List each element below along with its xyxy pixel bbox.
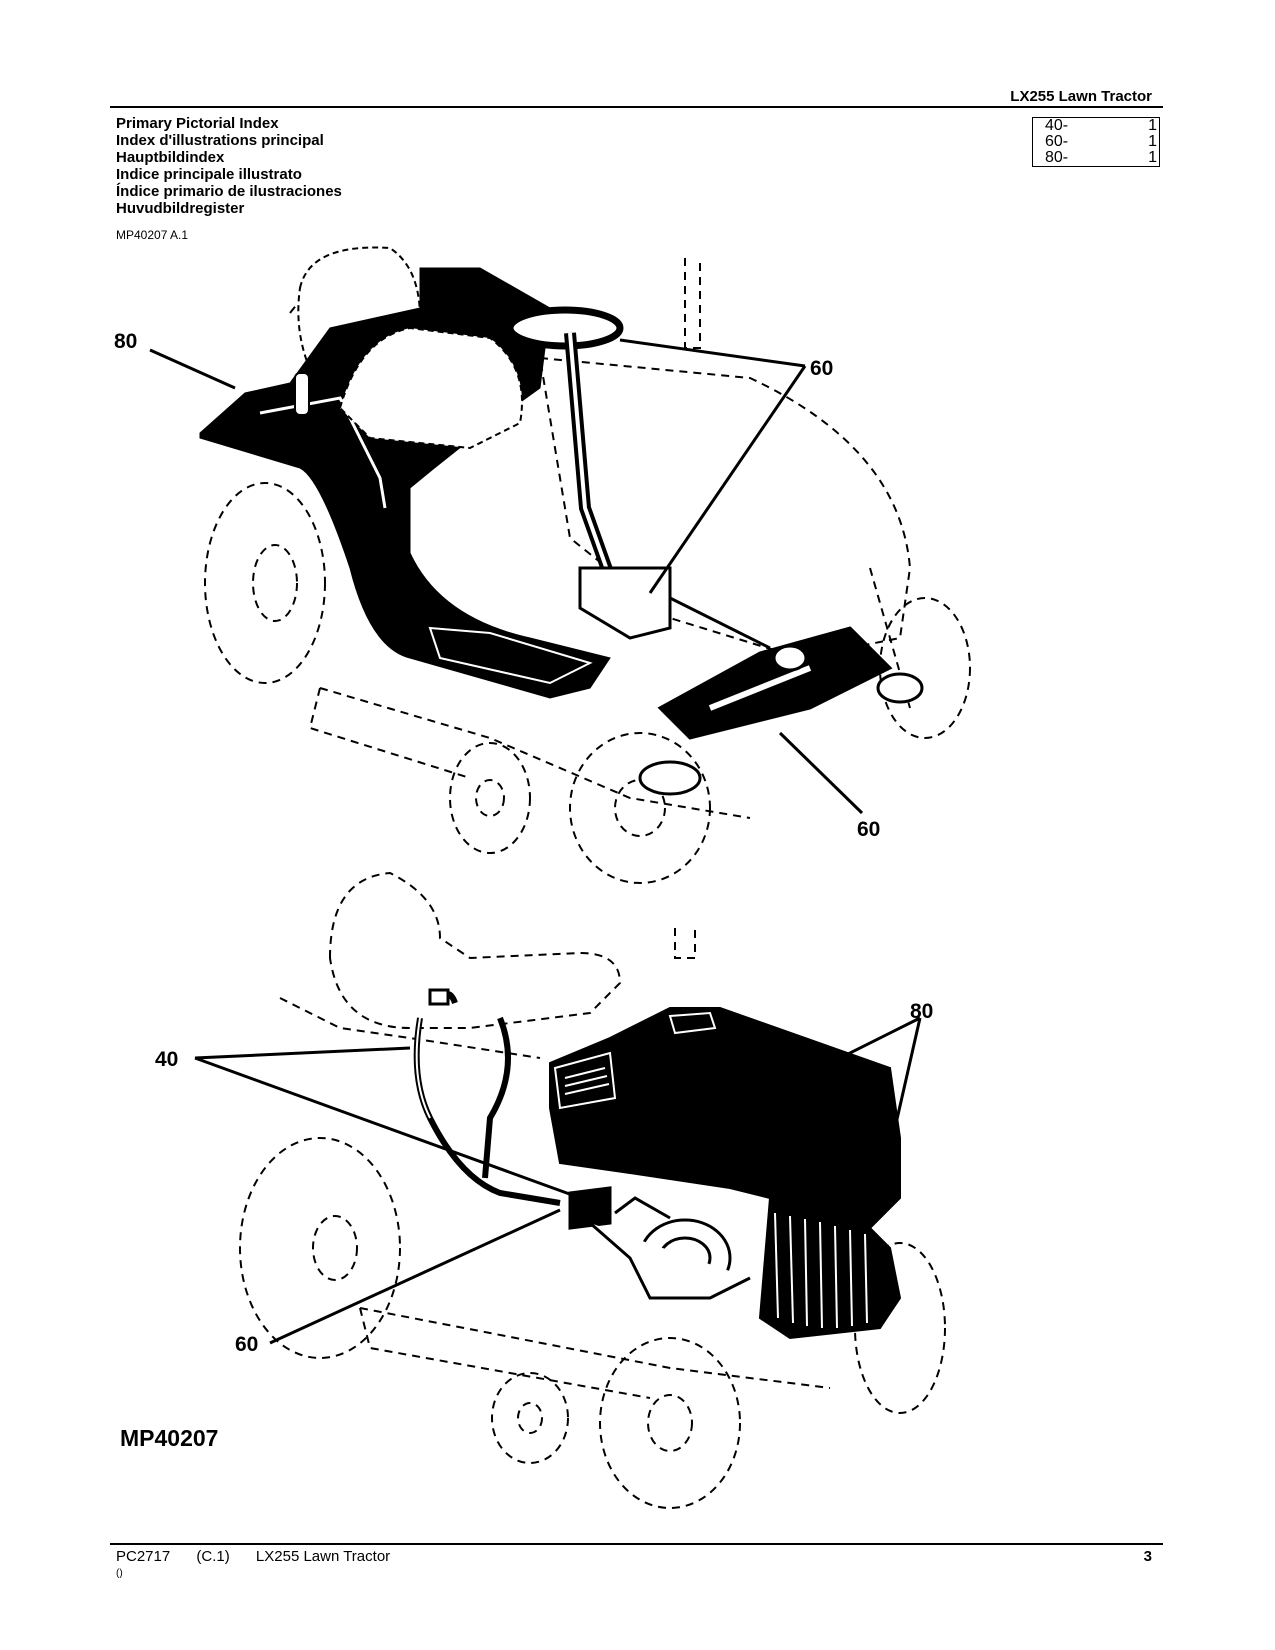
footrest [428,626,593,685]
footer-rule [110,1543,1163,1545]
bottom-tractor-drawing [239,871,946,1509]
reference-page: 1 [1148,149,1157,166]
callout-40-bottom: 40 [155,1048,178,1071]
reference-code: 60- [1045,133,1069,150]
figure-label: MP40207 [120,1425,218,1451]
seat-cushion [338,326,523,450]
title-italian: Indice principale illustrato [116,166,302,183]
reference-row[interactable]: 40- 1 [1045,118,1157,134]
reference-index-box: 40- 1 60- 1 80- 1 [1032,117,1160,167]
title-spanish: Índice primario de ilustraciones [116,183,342,200]
callout-60-top-upper: 60 [810,357,833,380]
grille [758,1196,902,1340]
footer-sub: () [116,1568,123,1579]
reference-page: 1 [1148,117,1157,134]
front-axle [578,566,924,796]
callout-80-bottom: 80 [910,1000,933,1023]
engine-area [568,1186,751,1300]
steering-wheel [506,306,624,350]
reference-code: 40- [1045,117,1069,134]
lift-lever [294,372,310,416]
callout-80-top: 80 [114,330,137,353]
title-french: Index d'illustrations principal [116,132,324,149]
wiring-harness [413,988,561,1206]
callout-60-top-lower: 60 [857,818,880,841]
reference-row[interactable]: 60- 1 [1045,134,1157,150]
footer-doc-code: PC2717 [116,1548,171,1565]
footer-left: PC2717 (C.1) LX255 Lawn Tractor [116,1548,412,1565]
figure-id: MP40207 A.1 [116,228,189,242]
reference-page: 1 [1148,133,1157,150]
header-rule [110,106,1163,108]
header-model: LX255 Lawn Tractor [1010,88,1152,105]
top-callout-lines [149,338,864,815]
title-list: Primary Pictorial Index Index d'illustra… [116,115,342,217]
title-swedish: Huvudbildregister [116,200,245,217]
tractor-illustration: 80 60 60 [114,246,971,1509]
reference-row[interactable]: 80- 1 [1045,150,1157,166]
reference-code: 80- [1045,149,1069,166]
bottom-callout-lines [194,1016,922,1345]
footer-title: LX255 Lawn Tractor [255,1548,391,1565]
title-english: Primary Pictorial Index [116,115,279,132]
footer-revision: (C.1) [196,1548,230,1565]
footer-page-number: 3 [1143,1548,1152,1565]
title-german: Hauptbildindex [116,149,225,166]
callout-60-bottom: 60 [235,1333,258,1356]
